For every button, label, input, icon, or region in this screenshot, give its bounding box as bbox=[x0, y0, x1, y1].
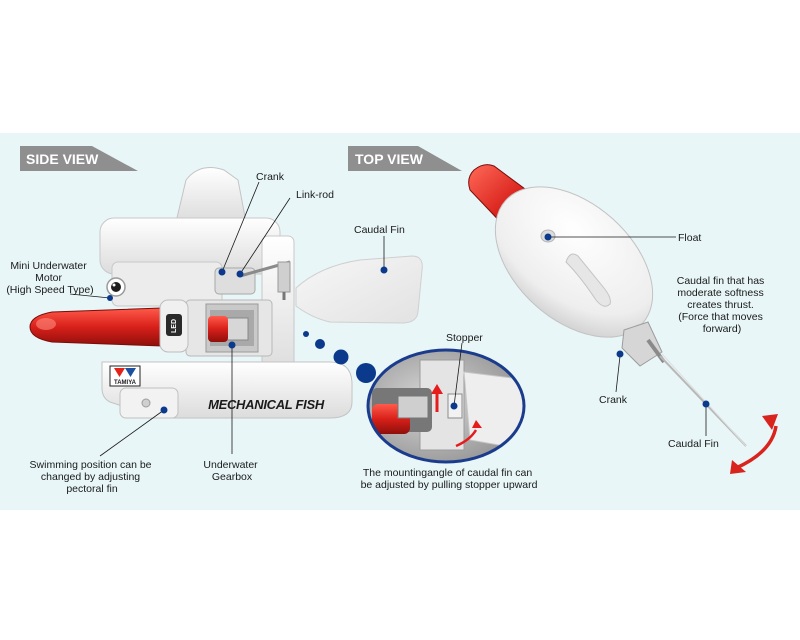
label-crank-side: Crank bbox=[256, 171, 285, 183]
label-thrust: Caudal fin that has moderate softness cr… bbox=[677, 275, 767, 335]
stopper-inset bbox=[366, 348, 526, 464]
side-view-tag: SIDE VIEW bbox=[20, 146, 138, 171]
badge-text: LED bbox=[171, 319, 178, 333]
label-mounting-angle: The mountingangle of caudal fin can be a… bbox=[361, 467, 538, 491]
label-swimming-position: Swimming position can be changed by adju… bbox=[30, 459, 155, 495]
label-crank-top: Crank bbox=[599, 394, 628, 406]
tail-mechanism bbox=[621, 321, 663, 367]
middle-bracket bbox=[111, 261, 223, 307]
trail-dot bbox=[315, 339, 325, 349]
brand-text: TAMIYA bbox=[114, 380, 137, 386]
dorsal-fin bbox=[175, 167, 247, 223]
top-view-tag: TOP VIEW bbox=[348, 146, 462, 171]
label-caudal-fin-side: Caudal Fin bbox=[354, 224, 405, 236]
trail-dot bbox=[333, 349, 349, 365]
label-stopper: Stopper bbox=[446, 332, 483, 344]
mechanical-fish-text: MECHANICAL FISH bbox=[208, 397, 325, 412]
trail-dot bbox=[303, 331, 309, 337]
trail-dot bbox=[356, 363, 376, 383]
label-motor: Mini Underwater Motor (High Speed Type) bbox=[6, 260, 93, 296]
label-gearbox: Underwater Gearbox bbox=[203, 459, 260, 483]
label-link-rod: Link-rod bbox=[296, 189, 334, 201]
tamiya-logo: TAMIYA bbox=[109, 365, 141, 387]
side-caudal-fin bbox=[295, 255, 423, 324]
side-view-title: SIDE VIEW bbox=[26, 151, 99, 167]
leader-dots bbox=[107, 233, 710, 414]
label-float: Float bbox=[678, 232, 701, 244]
top-view-title: TOP VIEW bbox=[355, 151, 424, 167]
top-view-machine bbox=[468, 164, 778, 474]
label-caudal-fin-top: Caudal Fin bbox=[668, 438, 719, 450]
side-view-machine: LED TAMIYA MECHANICAL FISH bbox=[29, 167, 423, 419]
motor-red bbox=[29, 307, 163, 347]
swing-arrow bbox=[735, 425, 778, 470]
leader-lines bbox=[69, 181, 707, 457]
